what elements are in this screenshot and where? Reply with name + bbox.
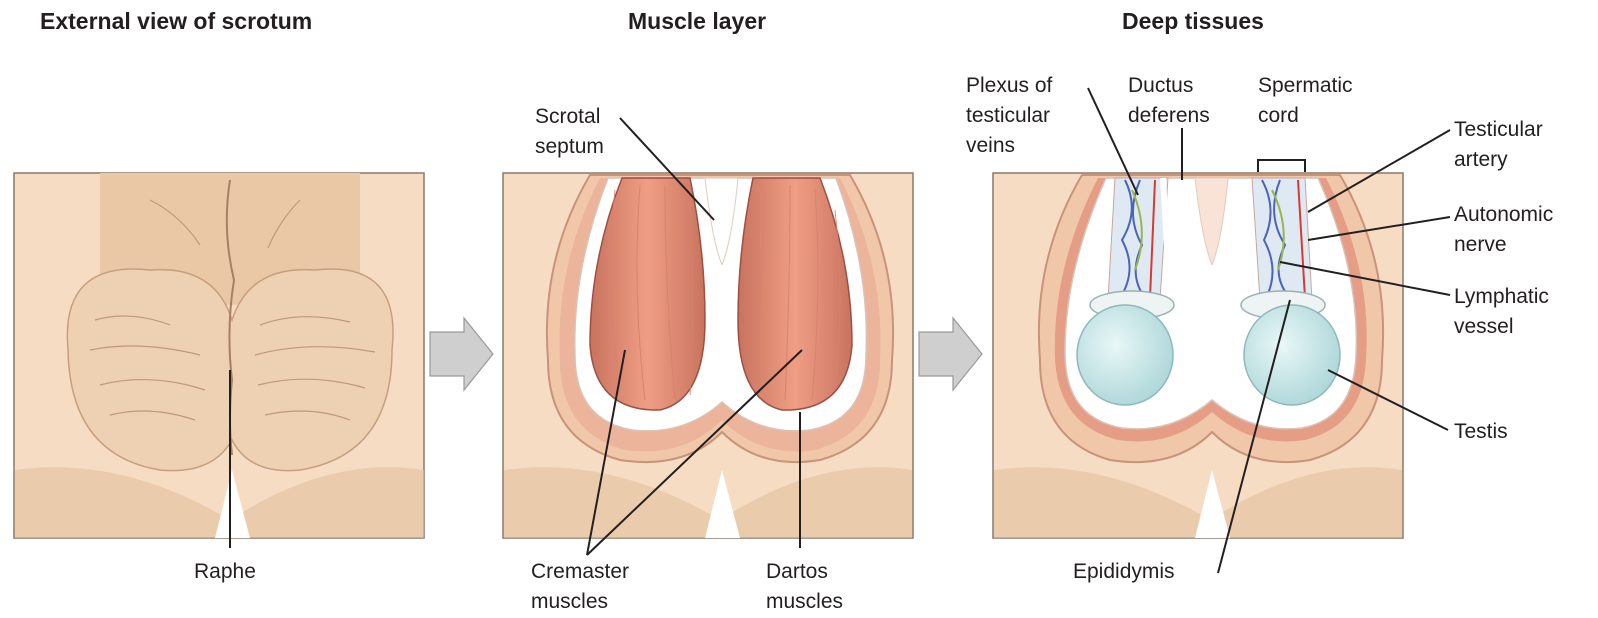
panel-deep-tissues — [993, 88, 1450, 573]
label-lymphatic-vessel: Lymphatic vessel — [1454, 282, 1549, 342]
arrow-right-icon — [430, 318, 493, 390]
panel-external-view — [14, 173, 424, 548]
label-testis: Testis — [1454, 417, 1508, 447]
testis-left — [1077, 305, 1173, 405]
label-cremaster-muscles: Cremaster muscles — [531, 557, 629, 617]
label-autonomic-nerve: Autonomic nerve — [1454, 200, 1553, 260]
label-spermatic-cord: Spermatic cord — [1258, 71, 1353, 131]
spermatic-cord-bracket — [1258, 160, 1305, 172]
label-ductus-deferens: Ductus deferens — [1128, 71, 1210, 131]
arrow-right-icon — [919, 318, 982, 390]
label-plexus-testicular-veins: Plexus of testicular veins — [966, 71, 1052, 161]
label-testicular-artery: Testicular artery — [1454, 115, 1543, 175]
panel-muscle-layer — [503, 118, 913, 555]
label-dartos-muscles: Dartos muscles — [766, 557, 843, 617]
label-raphe: Raphe — [194, 557, 256, 587]
testis-right — [1244, 305, 1340, 405]
label-scrotal-septum: Scrotal septum — [535, 102, 604, 162]
label-epididymis: Epididymis — [1073, 557, 1175, 587]
